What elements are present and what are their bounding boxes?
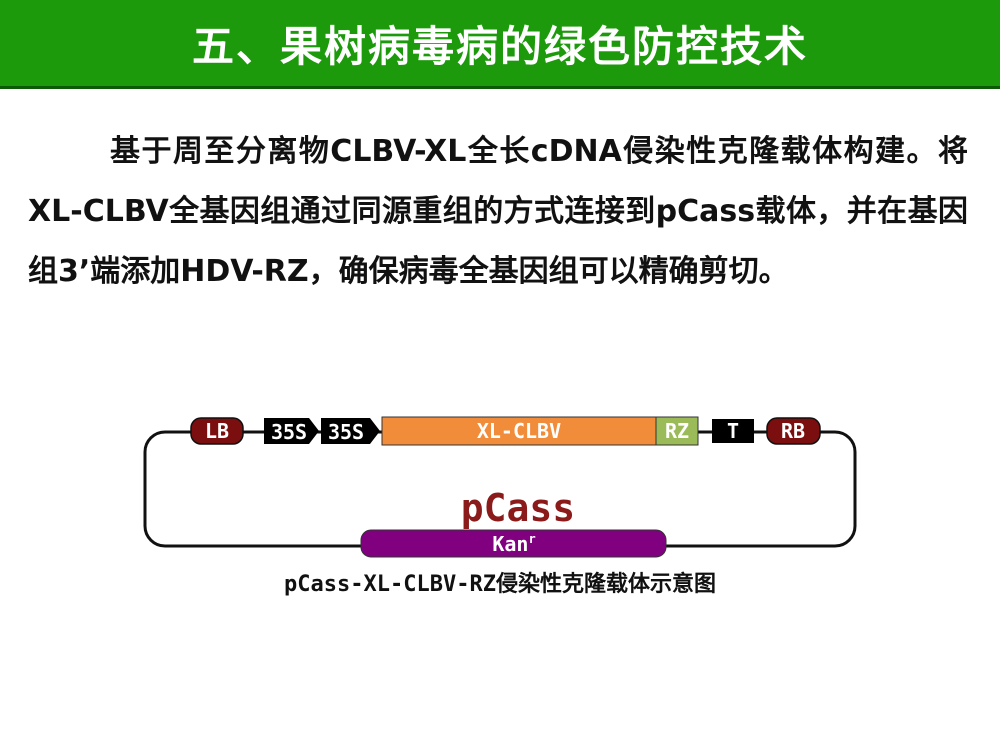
lb-element	[190, 417, 244, 445]
xl-clbv-insert	[381, 416, 657, 446]
promoter-35s-1-label: 35S	[271, 420, 307, 444]
xl-clbv-label: XL-CLBV	[477, 419, 561, 443]
title-bar: 五、果树病毒病的绿色防控技术	[0, 0, 1000, 89]
kan-superscript: r	[528, 532, 535, 546]
kan-text: Kan	[492, 532, 528, 556]
kan-resistance-label: Kanr	[492, 532, 535, 556]
plasmid-name: pCass	[461, 486, 575, 530]
plasmid-backbone	[143, 430, 857, 548]
promoter-35s-2-label: 35S	[328, 420, 364, 444]
terminator-label: T	[727, 419, 739, 443]
promoter-35s-2	[321, 418, 380, 444]
terminator-element	[712, 419, 754, 443]
page-title: 五、果树病毒病的绿色防控技术	[191, 21, 808, 71]
diagram-caption: pCass-XL-CLBV-RZ侵染性克隆载体示意图	[284, 572, 716, 597]
promoter-35s-1	[264, 418, 319, 444]
rz-label: RZ	[665, 419, 689, 443]
body-paragraph: 基于周至分离物CLBV-XL全长cDNA侵染性克隆载体构建。将XL-CLBV全基…	[28, 134, 968, 289]
kan-resistance-element	[360, 529, 667, 558]
rb-element	[766, 417, 821, 445]
rb-label: RB	[781, 419, 805, 443]
lb-label: LB	[205, 419, 229, 443]
rz-element	[655, 416, 699, 446]
